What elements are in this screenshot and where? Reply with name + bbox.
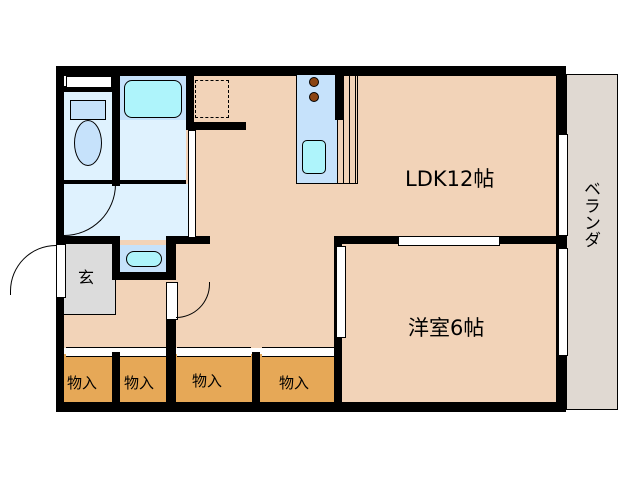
wall [556,66,566,412]
toilet-bowl-icon [74,120,102,166]
ldk-label: LDK12帖 [405,167,495,191]
closet-door [262,347,336,357]
wall [112,272,174,280]
washbasin-icon [126,251,162,267]
window [66,76,112,88]
ldk-room [186,74,558,244]
storage-1 [64,354,112,404]
entrance-label: 玄 [78,268,95,287]
storage-box [195,80,229,118]
storage-3 [176,354,252,404]
wall [186,66,194,128]
wall [56,66,64,246]
bath-anteroom [118,120,186,182]
window [56,244,66,298]
wall [56,66,566,76]
veranda-label: ベランダ [580,180,600,248]
stove-icon [309,77,319,87]
wall [56,236,120,244]
veranda [566,74,618,410]
window [558,248,568,356]
kitchen-shelf [338,74,358,184]
stove-icon [309,92,319,102]
storage-2 [120,354,168,404]
wall [56,180,186,184]
wall [166,236,210,244]
wall [64,86,114,92]
western-room-label: 洋室6帖 [408,316,485,340]
wall [166,236,176,280]
wall [252,352,260,408]
entrance [64,243,116,315]
wall [186,122,246,130]
window [398,236,500,246]
wall [166,320,176,410]
wall [56,402,566,412]
wall [112,66,120,186]
kitchen-sink-icon [302,140,326,174]
window [558,134,568,236]
storage-label-1: 物入 [67,374,98,392]
wall [112,236,120,280]
storage-label-2: 物入 [124,374,155,392]
storage-4 [260,354,336,404]
storage-label-3: 物入 [192,372,223,390]
bathtub-icon [124,80,182,118]
storage-label-4: 物入 [279,374,310,392]
closet-door [177,347,251,357]
wall [56,348,64,408]
toilet-icon [70,100,106,120]
wall [112,352,120,408]
window [336,246,346,338]
sliding-door [188,130,196,238]
western-room [342,244,558,404]
entrance-door-swing [10,245,56,295]
